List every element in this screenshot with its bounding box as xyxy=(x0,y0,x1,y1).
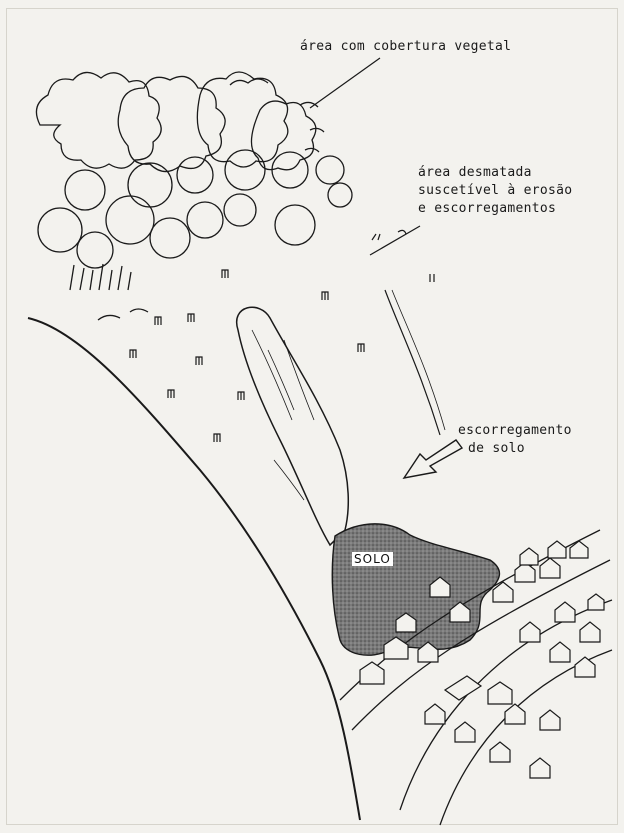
vegetation-cluster xyxy=(36,72,352,320)
vegetation-leader xyxy=(310,58,380,108)
landslide-label-line2: de solo xyxy=(468,440,525,457)
vegetation-label: área com cobertura vegetal xyxy=(300,38,511,55)
deforested-leader xyxy=(370,226,420,255)
slide-scar xyxy=(237,307,349,545)
deforested-label-line3: e escorregamentos xyxy=(418,200,556,217)
slide-direction-arrow xyxy=(404,440,462,478)
deforested-label-line1: área desmatada xyxy=(418,164,532,181)
deforested-label-line2: suscetível à erosão xyxy=(418,182,572,199)
scarp xyxy=(385,290,440,435)
landslide-label-line1: escorregamento xyxy=(458,422,572,439)
soil-label: SOLO xyxy=(352,552,393,566)
